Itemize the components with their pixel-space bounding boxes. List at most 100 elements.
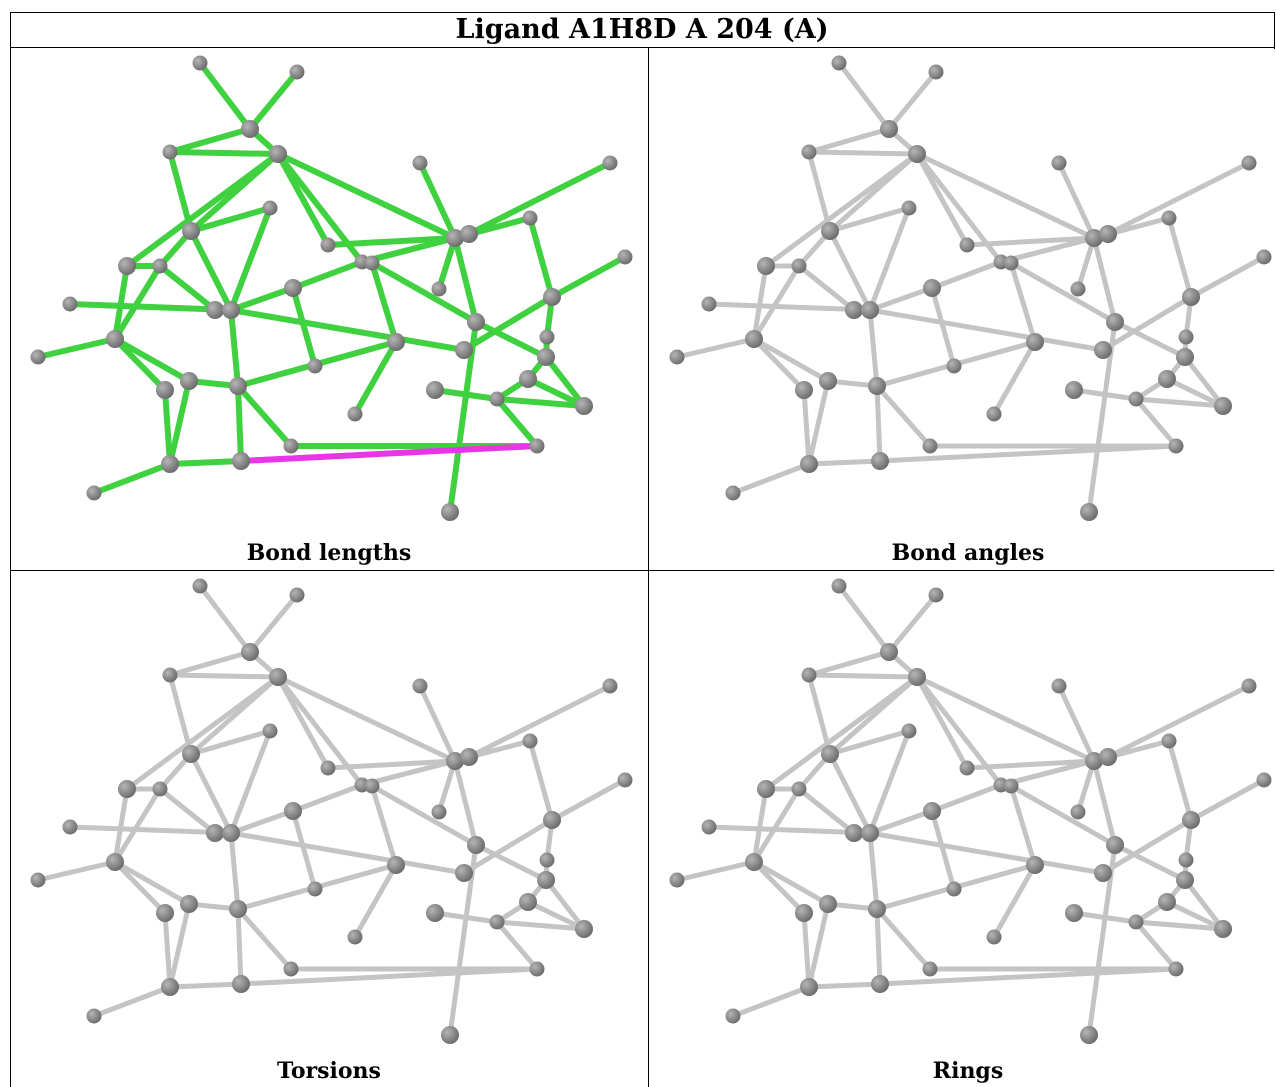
atom: [539, 329, 555, 345]
bond: [964, 235, 1097, 248]
atom: [460, 225, 478, 243]
atom: [289, 64, 305, 80]
bond: [1133, 919, 1179, 972]
bond: [112, 263, 130, 342]
atom: [467, 836, 485, 854]
atom: [283, 438, 299, 454]
atom: [446, 229, 464, 247]
bond: [914, 674, 1097, 764]
bond: [494, 919, 587, 932]
bond: [730, 984, 812, 1019]
bond: [549, 777, 628, 823]
atom: [868, 900, 886, 918]
atom: [1003, 255, 1019, 271]
atom: [1128, 914, 1144, 930]
atom: [307, 358, 323, 374]
bond: [867, 285, 935, 313]
bond: [228, 307, 241, 389]
bond: [352, 862, 399, 940]
bond: [228, 830, 241, 912]
atom: [1003, 778, 1019, 794]
bond: [549, 254, 628, 300]
atom: [1080, 503, 1098, 521]
bond: [228, 728, 273, 836]
atom: [1070, 804, 1086, 820]
atom: [923, 279, 941, 297]
bond: [806, 126, 892, 155]
atom: [1214, 397, 1232, 415]
atom: [180, 895, 198, 913]
bond: [964, 758, 1097, 771]
bond: [325, 235, 458, 248]
atom: [922, 961, 938, 977]
bond: [836, 583, 892, 655]
bond: [874, 906, 933, 972]
atom: [182, 222, 200, 240]
atom: [861, 824, 879, 842]
atom: [431, 281, 447, 297]
bond: [167, 649, 253, 678]
bond: [730, 461, 812, 496]
bond: [197, 60, 253, 132]
bond: [867, 307, 880, 389]
atom: [1176, 348, 1194, 366]
atom: [283, 961, 299, 977]
atom: [519, 370, 537, 388]
atom: [284, 802, 302, 820]
bond: [806, 672, 920, 680]
atom: [1182, 811, 1200, 829]
bond: [751, 786, 802, 865]
atom: [871, 452, 889, 470]
atom: [180, 372, 198, 390]
bond: [466, 683, 613, 760]
bond: [290, 259, 365, 291]
bond: [228, 808, 296, 836]
bond: [228, 307, 467, 353]
bond: [290, 808, 318, 892]
bond: [167, 981, 244, 990]
bond: [157, 263, 218, 313]
atom: [669, 349, 685, 365]
bond: [197, 583, 253, 655]
table-frame: [10, 12, 1274, 1087]
bond: [1182, 877, 1226, 932]
bond: [867, 205, 912, 313]
atom: [791, 258, 807, 274]
bond: [325, 758, 458, 771]
atom: [412, 678, 428, 694]
atom: [701, 296, 717, 312]
atom: [269, 668, 287, 686]
atom: [519, 893, 537, 911]
caption-bond-lengths: Bond lengths: [246, 540, 412, 566]
atom: [821, 745, 839, 763]
bond: [674, 336, 757, 360]
atom: [801, 144, 817, 160]
atom: [489, 914, 505, 930]
bond: [806, 981, 883, 990]
bond: [124, 674, 281, 792]
bond: [1182, 354, 1226, 409]
bond: [452, 758, 479, 848]
bond: [1071, 387, 1139, 402]
bond: [1008, 260, 1038, 345]
atom: [431, 804, 447, 820]
atom: [1178, 852, 1194, 868]
atom: [959, 760, 975, 776]
atom: [795, 904, 813, 922]
atom: [537, 871, 555, 889]
panel-torsions-image: [30, 578, 633, 1044]
atom: [617, 249, 633, 265]
bond: [228, 830, 467, 876]
bond: [290, 782, 365, 814]
bond: [674, 859, 757, 883]
atom: [1065, 904, 1083, 922]
atom: [161, 455, 179, 473]
bond: [238, 443, 540, 464]
atom: [241, 120, 259, 138]
atom: [1106, 836, 1124, 854]
bond: [543, 354, 587, 409]
atom: [232, 452, 250, 470]
atom: [725, 485, 741, 501]
atom: [1241, 155, 1257, 171]
atom: [441, 503, 459, 521]
